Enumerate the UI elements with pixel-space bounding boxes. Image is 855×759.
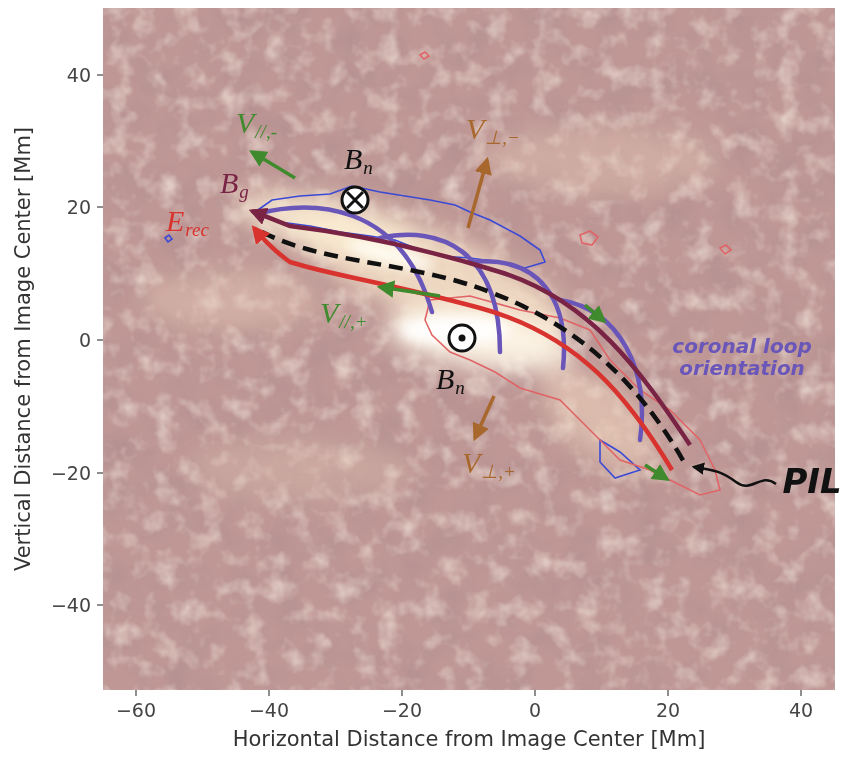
axis-ticks-part [97,604,103,605]
magnetogram-image-part [103,8,835,690]
axis-ticks-part [534,690,535,696]
electric-field-arrow [254,228,672,470]
magnetogram-image-part [140,125,720,500]
vector-symbol: V [320,296,338,329]
parallel-velocity-arrows [252,152,667,479]
vector-subscript: rec [185,220,209,241]
polarity-contours-part [425,296,720,495]
axis-ticks-part [97,74,103,75]
parallel-velocity-arrows-part [585,305,604,321]
tick-label: 20 [67,197,91,218]
parallel-velocity-arrows-part [252,152,295,178]
axis-title: Vertical Distance from Image Center [Mm] [12,127,35,571]
tick-label: −40 [249,700,289,721]
axis-title: Horizontal Distance from Image Center [M… [233,728,706,751]
field-direction-symbols-part [347,192,363,208]
vector-subscript: //,- [255,122,277,143]
tick-label: 0 [79,330,91,351]
axis-ticks-part [401,690,402,696]
polarity-contours-part [720,245,731,254]
tick-label: −60 [116,700,156,721]
vector-subscript: n [455,378,465,399]
polarity-contours-part [580,231,598,245]
axis-ticks-part [800,690,801,696]
polarity-contours-part [420,52,429,59]
magnetogram-image-part-part [140,270,320,330]
magnetogram-image-part-part [524,348,676,492]
vector-symbol: E [166,204,184,237]
magnetogram-image [103,8,835,690]
axis-ticks-part [268,690,269,696]
vector-subscript: ⊥,− [485,128,520,149]
pil-dashed-line [262,232,684,462]
field-direction-symbols-part [459,335,466,342]
parallel-velocity-arrows-part [380,287,440,296]
magnetogram-image-part-part [382,299,578,381]
axis-ticks [97,75,801,696]
coronal-loop-lines-part [560,300,642,440]
tick-label: 20 [656,700,680,721]
magnetogram-image-part-part [480,125,720,195]
magnetogram-image-part-part [190,440,410,500]
axis-ticks-part [97,206,103,207]
vector-symbol: B [436,362,454,395]
axis-ticks-part [667,690,668,696]
vector-subscript: ⊥,+ [481,462,516,483]
guide-field-arrow [252,211,690,445]
tick-label: −40 [51,595,91,616]
tick-label: 0 [529,700,541,721]
vector-symbol: B [220,166,238,199]
field-direction-symbols-part [342,187,368,213]
tick-label: −20 [51,463,91,484]
perpendicular-velocity-arrows-part [475,396,494,438]
field-direction-symbols-part [449,325,475,351]
polarity-contours [165,52,731,495]
vector-symbol: B [344,142,362,175]
vector-subscript: g [239,182,249,203]
tick-label: 40 [67,65,91,86]
axis-ticks-part [97,339,103,340]
coronal-loop-lines [256,208,642,440]
vector-symbol: V [236,106,254,139]
vector-subscript: n [363,158,373,179]
magnetogram-image-part [103,8,835,690]
axis-ticks-part [97,472,103,473]
vector-symbol: V [466,112,484,145]
parallel-velocity-arrows-part [645,465,667,479]
perpendicular-velocity-arrows-part [468,160,487,228]
tick-label: 40 [789,700,813,721]
axis-ticks-part [135,690,136,696]
vector-subscript: //,+ [339,312,367,333]
coronal-loop-lines-part [380,235,500,352]
pil-pointer [694,467,776,486]
pil-label: PIL [782,463,841,500]
tick-label: −20 [382,700,422,721]
annotation-label: coronal loop orientation [667,335,817,379]
perpendicular-velocity-arrows [468,160,494,438]
magnetogram-image-part [103,8,835,690]
vector-symbol: V [462,446,480,479]
